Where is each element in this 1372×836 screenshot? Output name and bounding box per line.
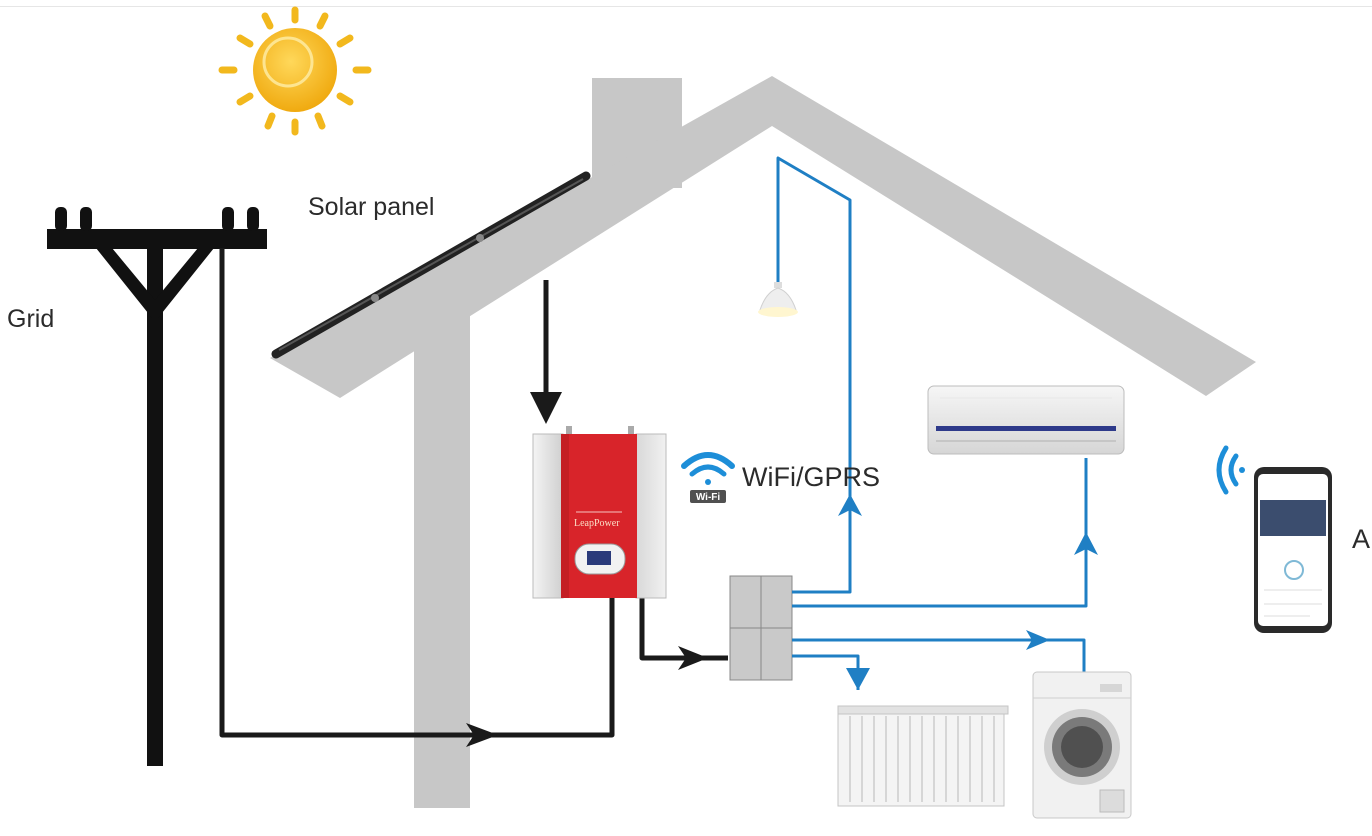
wifi-icon xyxy=(681,452,735,485)
line-to-lamp xyxy=(776,156,852,594)
power-arrows xyxy=(466,392,708,747)
house-wall xyxy=(414,296,470,808)
solar-panel-label: Solar panel xyxy=(308,193,435,221)
inverter-screen xyxy=(587,551,611,565)
breaker-box xyxy=(729,575,793,681)
air-conditioner-icon xyxy=(927,385,1125,455)
wifi-signal-icon xyxy=(1216,445,1245,495)
line-to-radiator xyxy=(792,654,860,690)
app-label: A xyxy=(1352,524,1371,554)
solar-panels xyxy=(271,171,591,359)
arrow-right-breaker xyxy=(678,646,708,670)
washing-machine-icon xyxy=(1032,671,1132,819)
smartphone-icon xyxy=(1254,467,1332,633)
wifi-gprs-label: WiFi/GPRS xyxy=(742,462,880,492)
inverter-brand: LeapPower xyxy=(574,518,620,529)
load-arrows xyxy=(838,494,1098,690)
line-to-washer xyxy=(792,638,1086,672)
house-roof xyxy=(270,76,1256,398)
inverter: LeapPower xyxy=(532,426,667,599)
grid-pole xyxy=(47,207,267,766)
wifi-badge xyxy=(690,490,726,503)
top-divider xyxy=(0,6,1372,7)
lamp-icon xyxy=(758,282,798,317)
house xyxy=(270,76,1256,808)
sun-icon xyxy=(218,6,372,136)
arrow-right-grid xyxy=(466,723,498,747)
radiator-icon xyxy=(837,705,1009,807)
line-to-ac xyxy=(792,458,1088,608)
wifi-badge-text: Wi-Fi xyxy=(696,492,721,503)
grid-label: Grid xyxy=(7,305,55,333)
grid-to-inverter-line xyxy=(219,248,615,738)
arrow-down-to-inverter xyxy=(530,392,562,424)
load-lines xyxy=(776,156,1088,690)
